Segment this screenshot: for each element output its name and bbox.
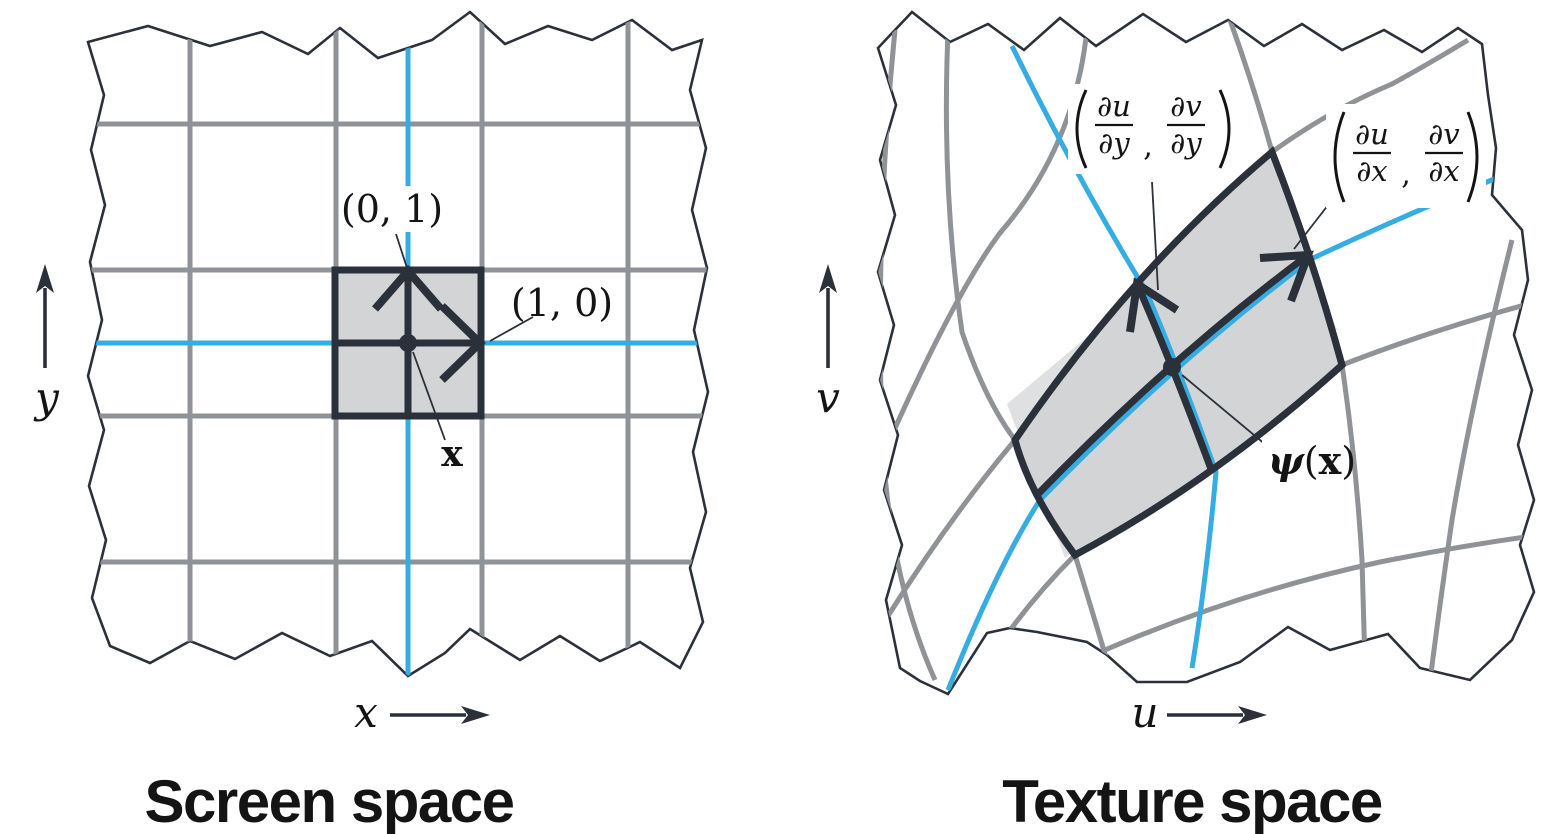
pixel-center-dot [399,334,417,352]
y-axis-arrow-head [36,264,54,293]
dy-num2: ∂v [1170,89,1202,123]
dy-den2: ∂y [1170,126,1202,160]
dy-arrow-head [1126,277,1180,333]
warped-grid-curve [1422,239,1515,694]
dx-num1: ∂u [1355,117,1389,151]
dx-comma: , [1401,157,1411,192]
psi-arg-x: x [1319,438,1342,483]
u-axis-arrow-head [1238,706,1267,724]
label-backdrop [352,186,434,232]
dy-den1: ∂y [1098,126,1130,160]
open-paren [1333,111,1346,203]
label-backdrop [1068,84,1238,174]
psi-open-paren: ( [1304,439,1319,483]
close-paren [1466,111,1479,203]
dx-arrow-head [1259,250,1314,303]
u-axis-label: u [1131,688,1158,737]
right-vector-label: (1, 0) [511,281,613,325]
dx-den1: ∂x [1356,154,1387,188]
leader-line-dy [1151,181,1159,291]
close-paren [1218,89,1231,169]
psi-point-dot [1163,358,1181,376]
point-x-label: x [441,433,463,475]
dx-vector-label: ∂u ∂x , ∂v ∂x [1333,111,1479,203]
x-axis-arrow-head [461,706,490,724]
dy-vector-label: ∂u ∂y , ∂v ∂y [1075,89,1231,169]
open-paren [1075,89,1088,169]
psi-point-label: ψ(x) [1268,438,1356,483]
leader-line-dx [1293,199,1333,250]
y-axis-label: y [33,373,60,422]
caption-texture-space: Texture space [1002,768,1382,834]
leader-line-x-point [412,351,446,441]
label-backdrop [1326,104,1486,208]
warped-pixel-cell-fill [1015,152,1342,555]
psi-close-paren: ) [1341,439,1356,483]
up-vector-label: (0, 1) [341,187,443,231]
leader-line-psi [1181,374,1273,451]
x-axis-label: x [354,688,378,737]
right-arrow-head [439,303,486,383]
psi-symbol: ψ [1268,438,1305,483]
dx-num2: ∂v [1428,117,1460,151]
warped-grid-curve [1104,533,1533,653]
dy-comma: , [1143,129,1153,164]
leader-line-1-0 [489,316,534,342]
dy-num1: ∂u [1097,89,1131,123]
dx-den2: ∂x [1428,154,1459,188]
v-axis-label: v [816,373,840,422]
v-axis-arrow-head [819,264,837,293]
warped-pixel-cell-border [1011,146,1346,560]
texture-space-panel: ∂u ∂y , ∂v ∂y ∂u ∂x , ∂v ∂x ψ(x) v [816,10,1536,834]
label-backdrop [1262,440,1348,482]
screen-space-panel: (0, 1) (1, 0) x y x Screen space [33,10,710,834]
up-arrow-head [371,264,445,312]
warped-grid-curve [943,12,1121,694]
leader-line-0-1 [395,233,408,269]
caption-screen-space: Screen space [145,768,514,834]
